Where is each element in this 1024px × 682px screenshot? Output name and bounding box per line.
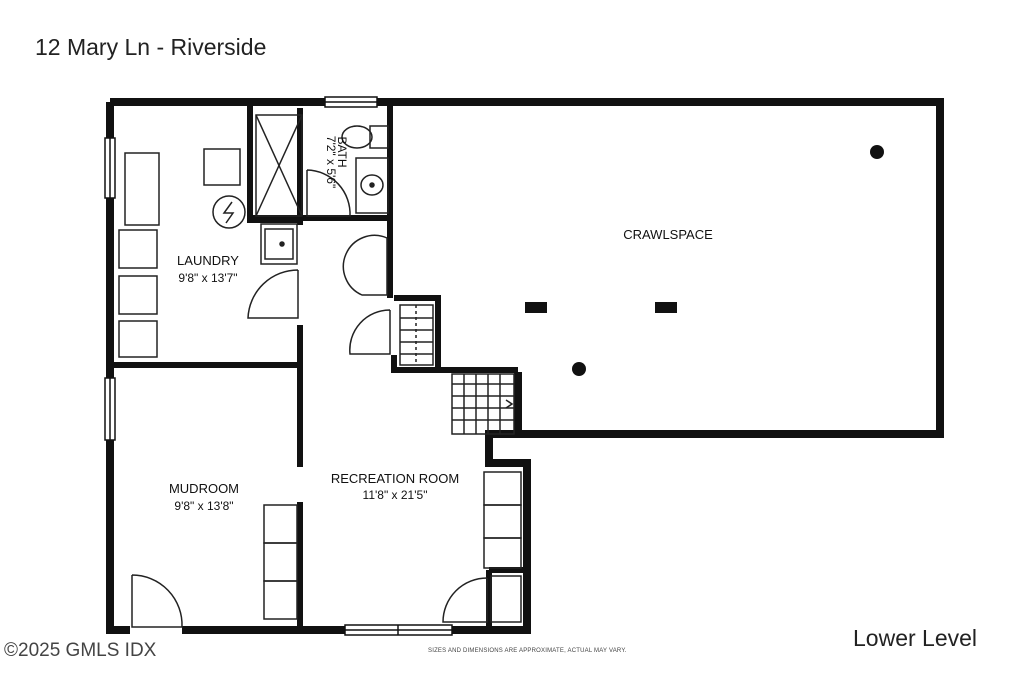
crawlspace-walls [392, 98, 944, 442]
copyright-watermark: ©2025 GMLS IDX [4, 640, 157, 661]
recreation-room-label: RECREATION ROOM [331, 471, 459, 486]
doors [131, 169, 488, 628]
listing-address: 12 Mary Ln - Riverside [35, 34, 267, 60]
dimensions-disclaimer: SIZES AND DIMENSIONS ARE APPROXIMATE, AC… [428, 648, 627, 654]
fixtures [118, 114, 522, 623]
exterior-walls [106, 98, 531, 634]
mudroom-dims: 9'8" x 13'8" [174, 499, 233, 513]
mudroom-label: MUDROOM [169, 481, 239, 496]
bath-dims: 7'2" x 5'6" [324, 136, 338, 188]
laundry-dims: 9'8" x 13'7" [178, 271, 237, 285]
recreation-room-dims: 11'8" x 21'5" [363, 488, 428, 502]
crawlspace-label: CRAWLSPACE [623, 227, 713, 242]
windows [104, 96, 453, 636]
laundry-label: LAUNDRY [177, 253, 239, 268]
interior-walls [114, 106, 527, 630]
crawlspace-posts [525, 145, 884, 376]
level-label: Lower Level [853, 625, 978, 651]
bath-label: BATH [335, 136, 349, 167]
